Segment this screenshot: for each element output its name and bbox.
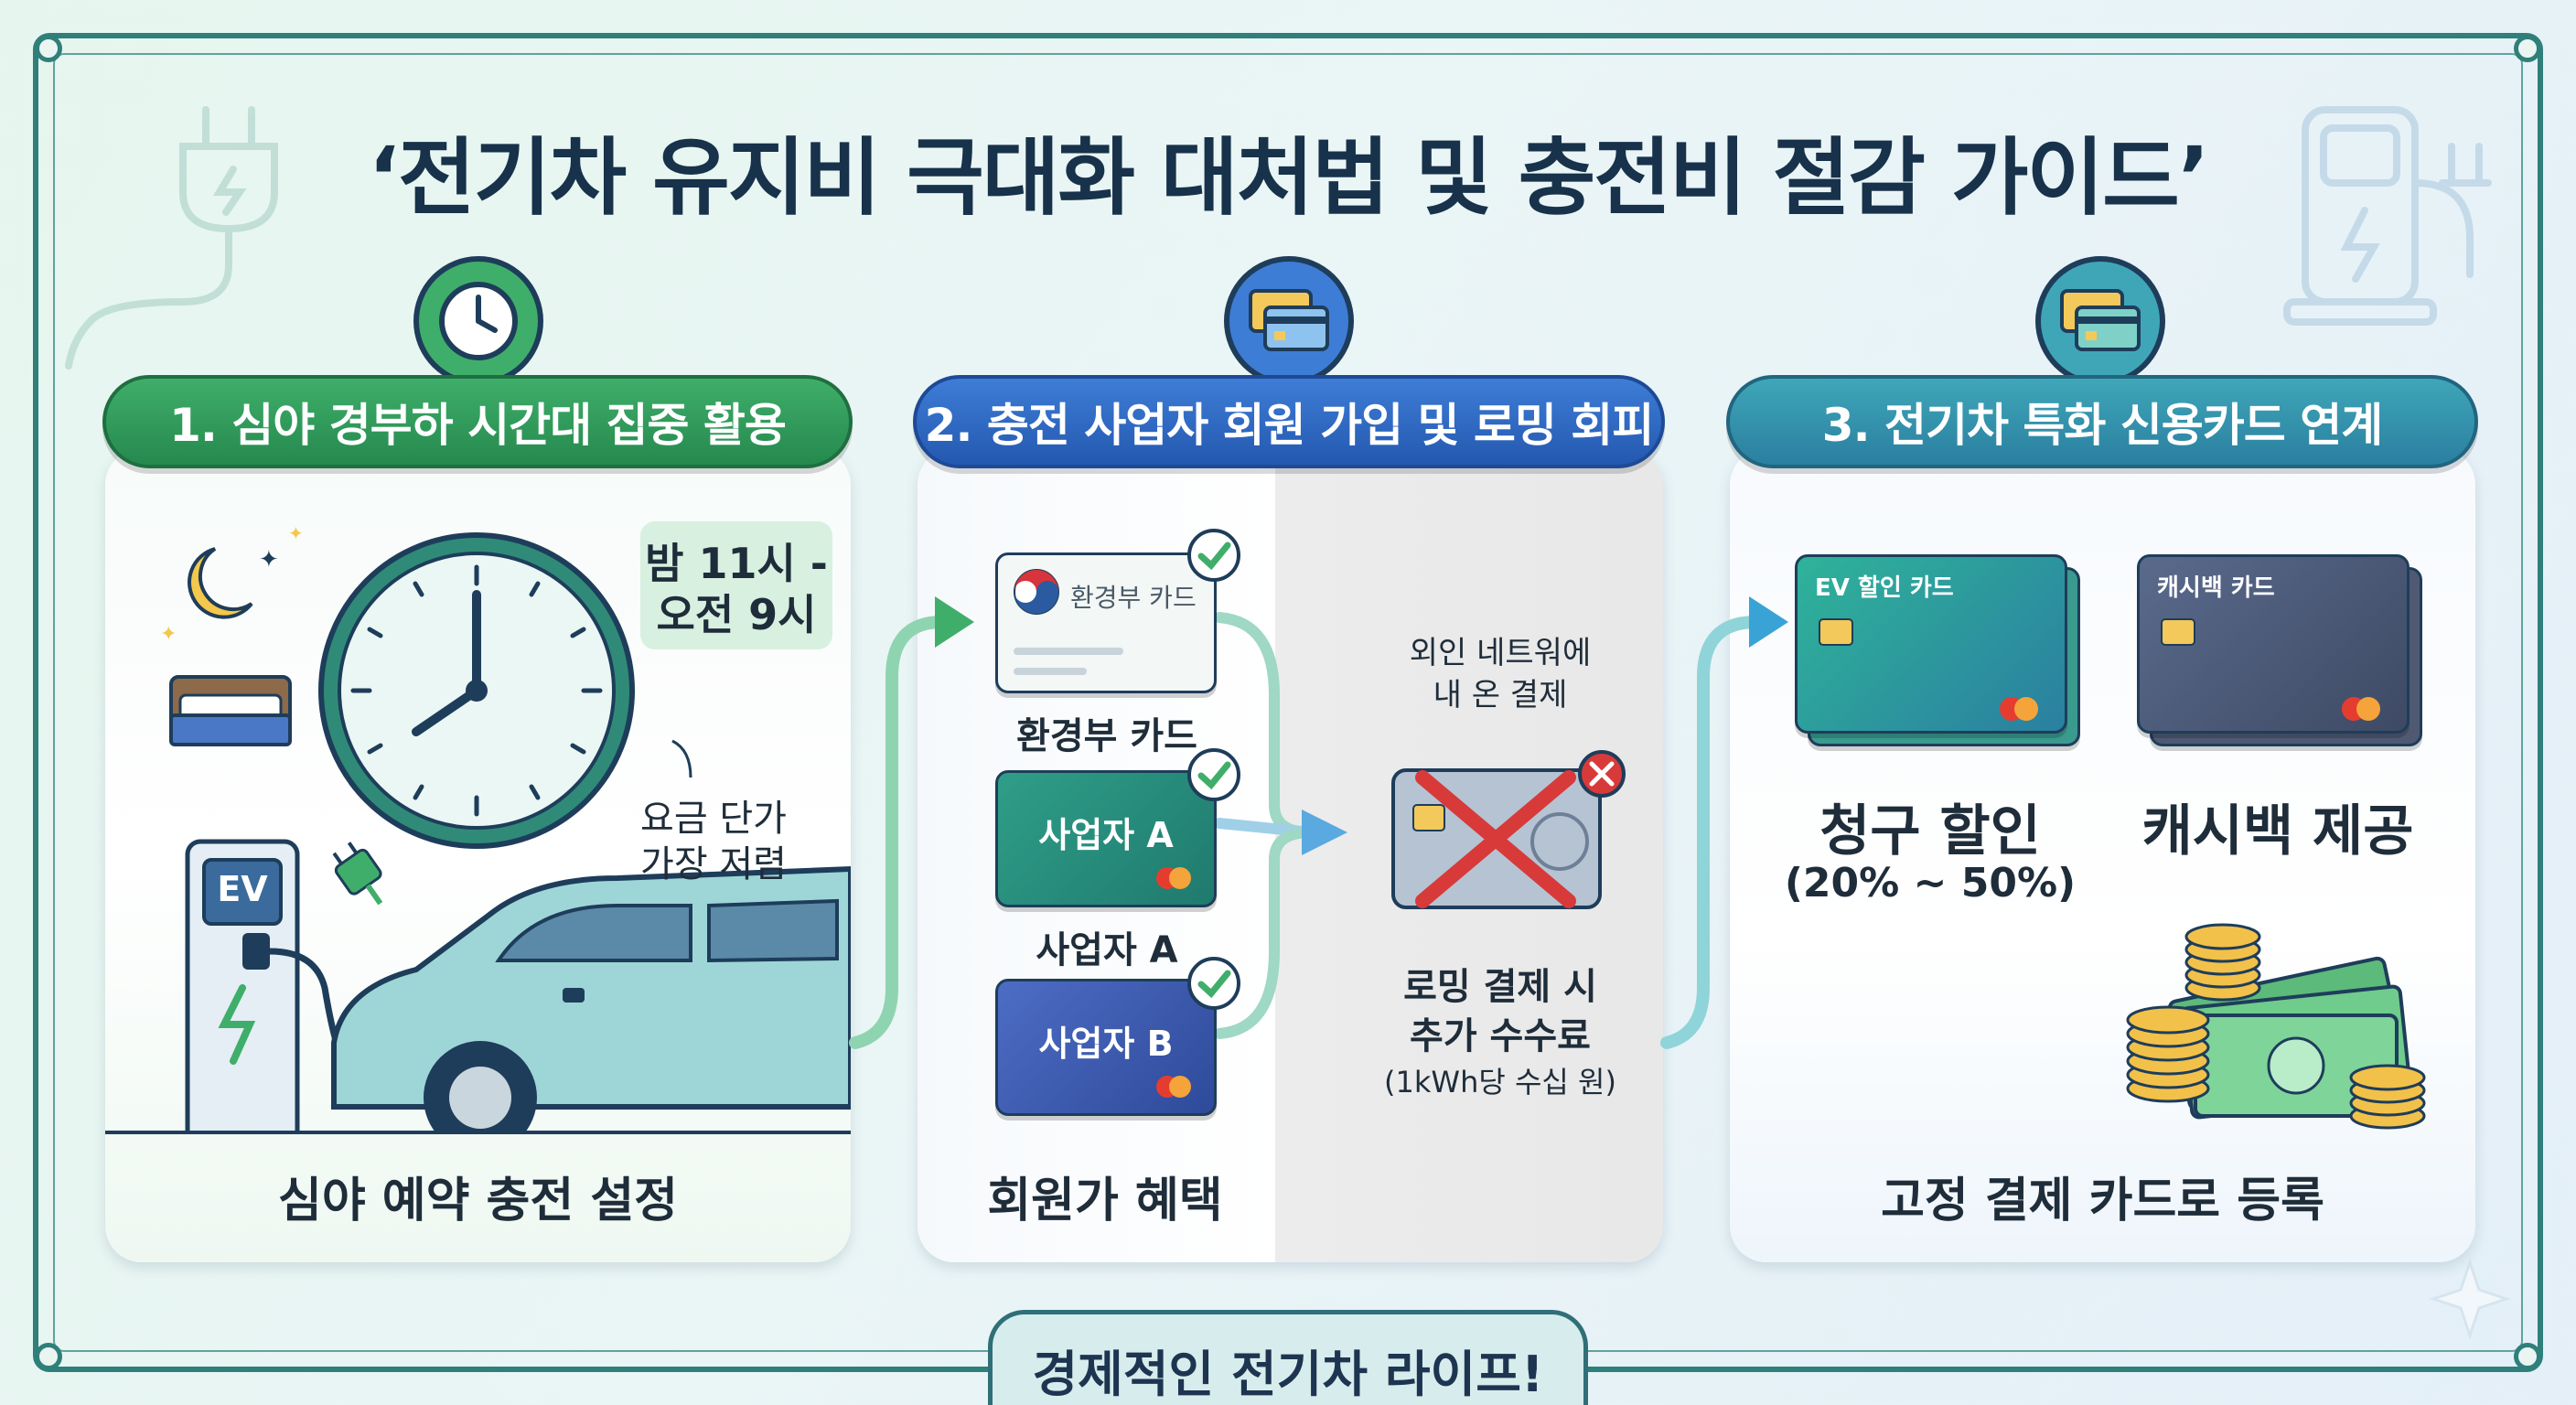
- card-line: [1014, 648, 1123, 655]
- clock-icon: [318, 532, 635, 849]
- benefit2: 캐시백 제공: [2141, 799, 2414, 863]
- ev-label: EV: [217, 869, 268, 909]
- svg-text:✦: ✦: [288, 522, 304, 544]
- card-cashback-text: 캐시백 카드: [2157, 574, 2275, 602]
- frame-corner-ornament: [2514, 35, 2541, 62]
- page-title: ‘전기차 유지비 극대화 대처법 및 충전비 절감 가이드’: [368, 129, 2210, 227]
- svg-text:✦: ✦: [259, 546, 279, 574]
- card-logo: [1156, 1076, 1191, 1101]
- roaming-top-line1: 외인 네트워에: [1409, 635, 1592, 671]
- car-icon: [331, 865, 851, 1134]
- card-logo: [1156, 867, 1191, 893]
- money-icon: [2126, 923, 2426, 1130]
- card-moe-text: 환경부 카드: [1070, 583, 1197, 613]
- roaming-line3: (1kWh당 수십 원): [1384, 1065, 1616, 1099]
- frame-corner-ornament: [35, 1343, 62, 1370]
- close-icon: [1578, 750, 1626, 798]
- korea-emblem-icon: [1014, 569, 1059, 615]
- roaming-line2: 추가 수수료: [1410, 1015, 1591, 1057]
- step3-caption: 고정 결제 카드로 등록: [1881, 1174, 2324, 1228]
- check-icon: [1187, 748, 1240, 801]
- card-b-text: 사업자 B: [1038, 1024, 1174, 1064]
- step1-illustration: ✦ ✦ ✦: [105, 521, 851, 1134]
- card-chip: [2161, 618, 2195, 646]
- card-moe-label: 환경부 카드: [1016, 715, 1197, 757]
- time-range-line2: 오전 9시: [656, 590, 817, 639]
- charger-icon: [2283, 106, 2492, 326]
- frame-corner-ornament: [35, 35, 62, 62]
- step1-caption: 심야 예약 충전 설정: [277, 1174, 679, 1228]
- card-icon: [2060, 289, 2141, 351]
- plug-icon: [332, 842, 383, 906]
- clock-icon: [439, 282, 518, 360]
- step1-heading: 1. 심야 경부하 시간대 집중 활용: [102, 375, 853, 468]
- card-logo: [2342, 697, 2380, 724]
- card-icon: [1249, 289, 1329, 351]
- check-icon: [1187, 957, 1240, 1010]
- roaming-line1: 로밍 결제 시: [1403, 966, 1597, 1008]
- card-a-label: 사업자 A: [1036, 929, 1178, 971]
- check-icon: [1187, 529, 1240, 582]
- rate-line2: 가장 저렴: [640, 843, 787, 885]
- benefit1-line2: (20% ~ 50%): [1784, 860, 2077, 906]
- benefit1-line1: 청구 할인: [1819, 799, 2041, 863]
- bed-icon: [169, 675, 292, 746]
- step3-badge: [2035, 256, 2165, 386]
- sparkle-icon: [2429, 1258, 2511, 1340]
- plug-icon: [65, 106, 278, 370]
- step2-caption: 회원가 혜택: [987, 1174, 1223, 1228]
- frame-corner-ornament: [2514, 1343, 2541, 1370]
- step1-badge: [413, 256, 543, 386]
- card-ev-discount-text: EV 할인 카드: [1815, 574, 1954, 602]
- card-line: [1014, 668, 1087, 675]
- step2-connectors: [1214, 612, 1347, 1039]
- card-chip: [1819, 618, 1853, 646]
- charger-icon: [185, 839, 502, 1134]
- rate-line1: 요금 단가: [640, 798, 787, 840]
- roaming-card-crossed: [1391, 750, 1626, 909]
- roaming-top-line2: 내 온 결제: [1433, 677, 1568, 713]
- card-logo: [2000, 697, 2038, 724]
- step2-heading: 2. 충전 사업자 회원 가입 및 로밍 회피: [913, 375, 1665, 468]
- moon-icon: [188, 547, 253, 619]
- card-a-text: 사업자 A: [1038, 815, 1174, 855]
- footer-tab: [988, 1310, 1588, 1405]
- time-range-line1: 밤 11시 -: [645, 539, 828, 588]
- step3-heading: 3. 전기차 특화 신용카드 연계: [1726, 375, 2478, 468]
- svg-text:✦: ✦: [160, 623, 177, 646]
- footer-text: 경제적인 전기차 라이프!: [1032, 1346, 1544, 1403]
- time-bubble: [640, 521, 832, 649]
